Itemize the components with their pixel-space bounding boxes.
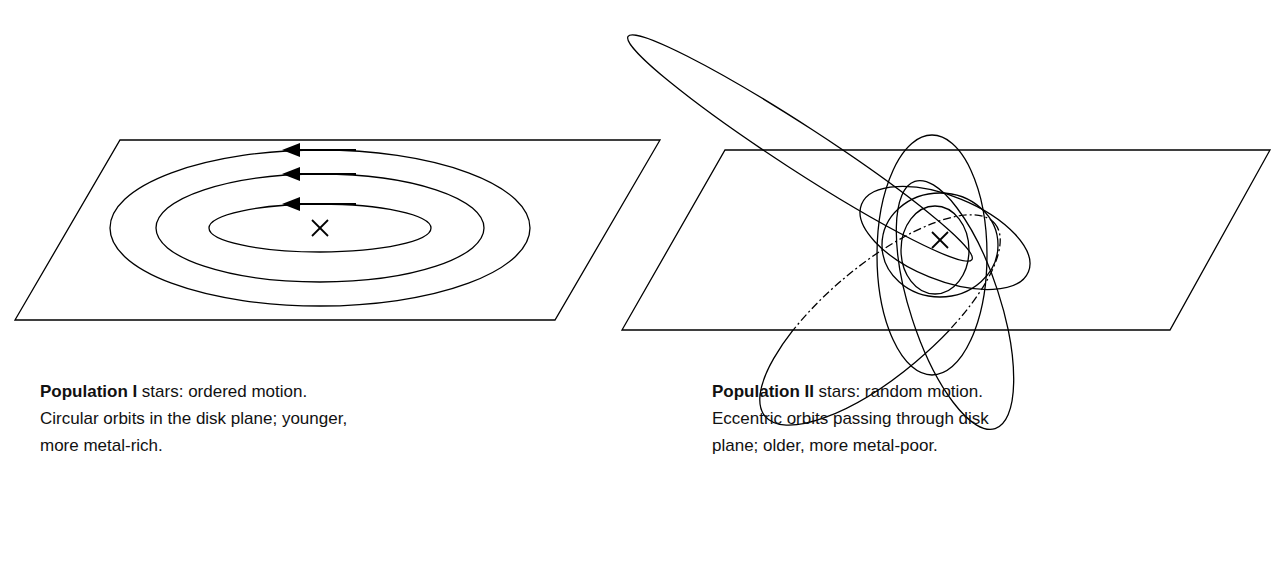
arrow-heads (282, 143, 300, 211)
disk-plane (622, 150, 1270, 330)
center-mark (932, 232, 948, 248)
eccentric-orbits (616, 18, 1044, 459)
caption: Population IIstars: random motion. Eccen… (712, 378, 1034, 459)
circular-orbit (156, 174, 484, 282)
circular-orbit (209, 204, 431, 252)
eccentric-orbits (616, 18, 1044, 459)
direction-arrows (296, 150, 356, 204)
caption: Population Istars: ordered motion. Circu… (40, 378, 350, 459)
halo-panel (616, 18, 1270, 459)
center-mark (312, 220, 328, 236)
circular-orbit (110, 150, 530, 306)
disk-plane (15, 140, 660, 320)
population-name: Population I (40, 382, 137, 401)
disk-panel (15, 140, 660, 320)
population-name: Population II (712, 382, 814, 401)
